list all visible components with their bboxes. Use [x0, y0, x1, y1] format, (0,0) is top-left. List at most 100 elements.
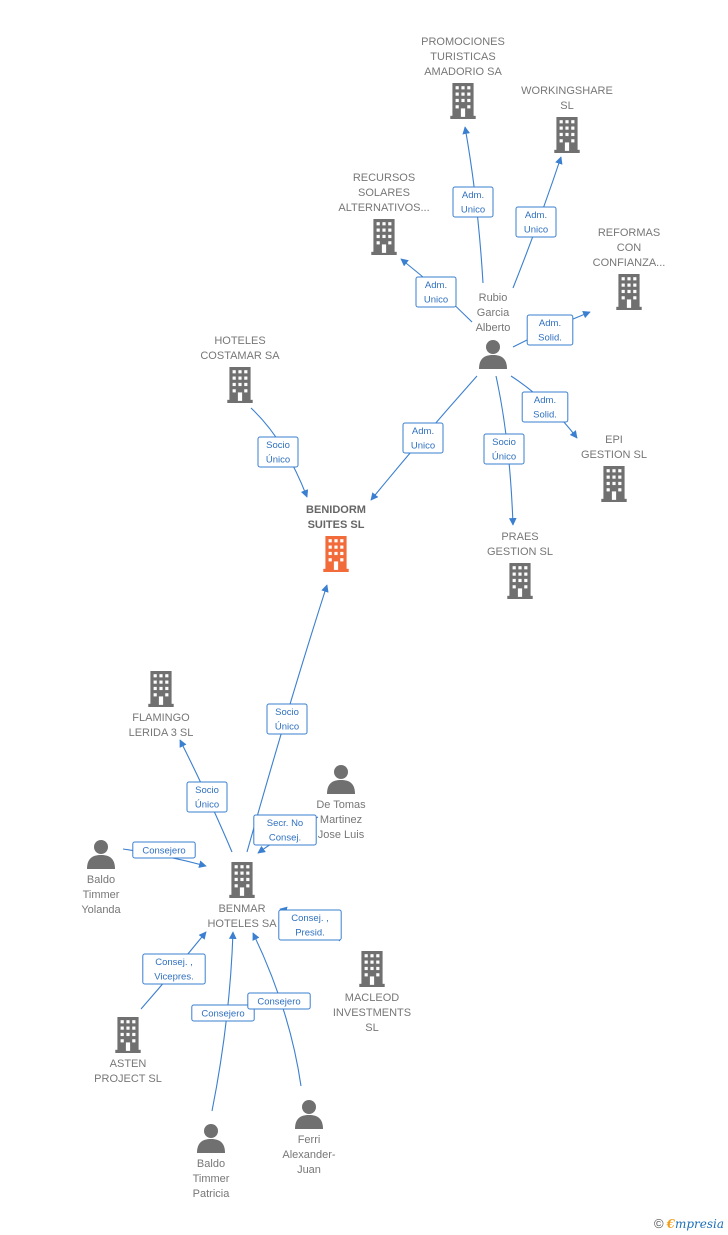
node-label: Jose Luis — [318, 829, 365, 841]
node-label: PRAES — [501, 531, 538, 543]
edge-label-text: Único — [275, 722, 299, 733]
building-icon — [616, 274, 642, 310]
node-label: ALTERNATIVOS... — [338, 202, 429, 214]
edge-label[interactable]: Adm.Unico — [515, 206, 557, 238]
edge-label-text: Consej. — [269, 833, 301, 844]
node-label: WORKINGSHARE — [521, 85, 613, 97]
edge-label-box — [257, 436, 299, 468]
node-hoteles-costamar[interactable]: HOTELES COSTAMAR SA — [200, 335, 280, 403]
copyright-icon: © — [653, 1216, 664, 1231]
node-recursos[interactable]: RECURSOSSOLARESALTERNATIVOS... — [338, 172, 430, 255]
node-label: Alberto — [476, 322, 511, 334]
node-label: AMADORIO SA — [424, 66, 502, 78]
building-icon — [323, 536, 349, 572]
edge-label-text: Socio — [492, 437, 516, 448]
node-label: CONFIANZA... — [593, 257, 666, 269]
person-icon — [479, 340, 507, 369]
edge-label-box — [266, 703, 308, 735]
edge-label-box — [526, 314, 574, 346]
node-label: REFORMAS — [598, 227, 660, 239]
edge-label-box — [142, 953, 206, 985]
edge-label[interactable]: Adm. Solid. — [526, 314, 574, 346]
building-icon — [450, 83, 476, 119]
node-label: Garcia — [477, 307, 510, 319]
edge-label[interactable]: Consej. ,Vicepres. — [142, 953, 206, 985]
edge-label-text: Socio — [275, 707, 299, 718]
edge-label-text: Adm. — [412, 426, 434, 437]
edge-label-box — [186, 781, 228, 813]
node-label: Yolanda — [81, 904, 121, 916]
edge-label[interactable]: Consejero — [132, 841, 196, 859]
building-icon — [554, 117, 580, 153]
edge-label-box — [515, 206, 557, 238]
node-label: COSTAMAR SA — [200, 350, 280, 362]
edge-label[interactable]: Consej. ,Presid. — [278, 909, 342, 941]
building-icon — [229, 862, 255, 898]
node-label: De Tomas — [316, 799, 366, 811]
empresia-logo[interactable]: © €mpresia — [654, 1216, 724, 1231]
node-label: PROMOCIONES — [421, 36, 505, 48]
edge-label-text: Solid. — [533, 410, 557, 421]
edge-label-text: Consejero — [201, 1009, 244, 1020]
node-label: HOTELES — [214, 335, 265, 347]
node-label: Timmer — [83, 889, 120, 901]
edge-label-text: Consej. , — [155, 957, 193, 968]
building-icon — [359, 951, 385, 987]
person-icon — [87, 840, 115, 869]
node-label: BENMAR — [218, 903, 265, 915]
edge-label-box — [132, 841, 196, 859]
building-icon — [148, 671, 174, 707]
building-icon — [507, 563, 533, 599]
brand-mark: € — [666, 1216, 675, 1231]
edge-label-box — [247, 992, 311, 1010]
edge-label-text: Único — [266, 455, 290, 466]
edge-label[interactable]: Adm.Solid. — [521, 391, 569, 423]
person-icon — [197, 1124, 225, 1153]
edge-label-text: Unico — [524, 225, 548, 236]
edge-label-box — [253, 814, 317, 846]
edge-label-text: Adm. — [539, 318, 561, 329]
edge-label-text: Adm. — [425, 280, 447, 291]
node-label: SL — [560, 100, 573, 112]
brand-name: mpresia — [674, 1216, 724, 1231]
node-label: SL — [365, 1022, 378, 1034]
node-workingshare[interactable]: WORKINGSHARE SL — [521, 85, 613, 153]
edge-label[interactable]: Adm.Unico — [452, 186, 494, 218]
edge-label-text: Único — [492, 452, 516, 463]
node-label: SUITES SL — [308, 519, 365, 531]
person-icon — [327, 765, 355, 794]
node-label: Baldo — [197, 1158, 225, 1170]
edge-label-text: Único — [195, 800, 219, 811]
node-label: MACLEOD — [345, 992, 399, 1004]
edge-label[interactable]: Consejero — [247, 992, 311, 1010]
edge-label[interactable]: Adm.Unico — [415, 276, 457, 308]
edge-label-text: Solid. — [538, 333, 562, 344]
building-icon — [115, 1017, 141, 1053]
node-reformas[interactable]: REFORMASCONCONFIANZA... — [593, 227, 666, 310]
node-label: Alexander- — [282, 1149, 336, 1161]
edge-label[interactable]: Consejero — [191, 1004, 255, 1022]
edge-label[interactable]: Adm.Unico — [402, 422, 444, 454]
edge-label-box — [483, 433, 525, 465]
node-label: Martinez — [320, 814, 362, 826]
